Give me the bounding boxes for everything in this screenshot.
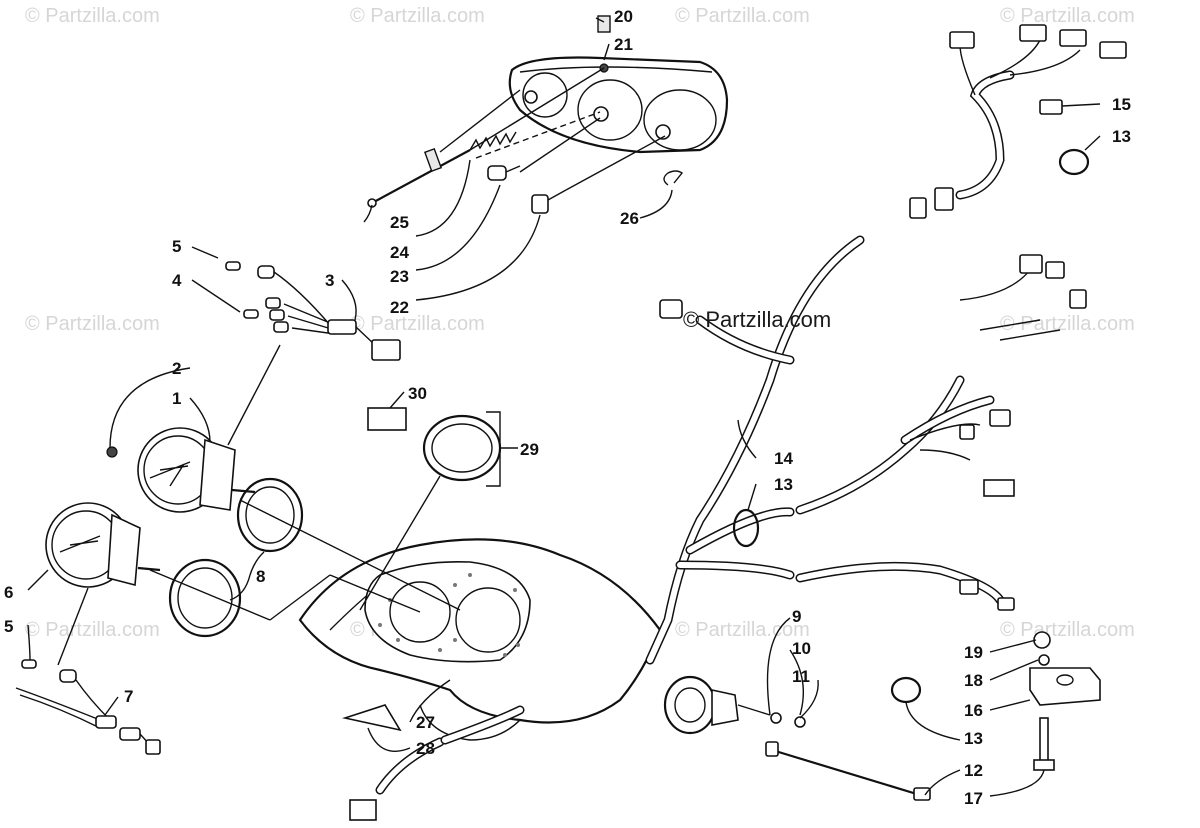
headlight-assembly [508,15,729,154]
mesh-pattern [378,573,520,657]
gauge-harness-upper [225,261,401,446]
callout-13a: 13 [1112,127,1131,146]
callout-16: 16 [964,701,983,720]
callout-leaders [27,17,1101,797]
callout-4: 4 [172,271,182,290]
main-harness [349,187,1015,821]
callout-30: 30 [408,384,427,403]
callout-20: 20 [614,7,633,26]
callout-18: 18 [964,671,983,690]
dash-lens-parts [359,407,518,611]
callout-19: 19 [964,643,983,662]
assembly-leaders [149,499,461,621]
watermark: © Partzilla.com [1000,5,1135,27]
gauge-rings [168,477,304,638]
watermark: © Partzilla.com [1000,619,1135,641]
callout-17: 17 [964,789,983,808]
gauge-lower [45,502,161,588]
watermark: © Partzilla.com [25,619,160,641]
callout-14: 14 [774,449,793,468]
callout-21: 21 [614,35,633,54]
callout-9: 9 [792,607,801,626]
right-harness [909,254,1087,497]
callout-6: 6 [4,583,13,602]
watermark: © Partzilla.com [675,5,810,27]
mount-block [890,631,1101,771]
callout-28: 28 [416,739,435,758]
callout-25: 25 [390,213,409,232]
callout-15: 15 [1112,95,1131,114]
callout-23: 23 [390,267,409,286]
callout-11: 11 [792,667,810,686]
callout-22: 22 [390,298,409,317]
gauge-harness-lower [15,587,161,755]
upper-harness [949,24,1127,200]
watermark: © Partzilla.com [25,313,160,335]
callout-10: 10 [792,639,811,658]
callout-1: 1 [172,389,181,408]
callout-7: 7 [124,687,133,706]
watermark: © Partzilla.com [1000,313,1135,335]
callout-29: 29 [520,440,539,459]
callout-27: 27 [416,713,435,732]
watermark: © Partzilla.com [350,313,485,335]
headlight-hardware [367,67,684,214]
dash-housing [298,538,662,741]
gauge-upper [106,427,256,513]
speedo-drive [663,675,931,801]
watermark: © Partzilla.com [350,5,485,27]
callout-5b: 5 [4,617,13,636]
callout-3: 3 [325,271,334,290]
watermark: © Partzilla.com [25,5,160,27]
callout-5: 5 [172,237,181,256]
callout-26: 26 [620,209,639,228]
watermark: © Partzilla.com [675,619,810,641]
center-watermark: © Partzilla.com [683,307,831,332]
callout-13c: 13 [964,729,983,748]
callout-12: 12 [964,761,983,780]
callout-2: 2 [172,359,181,378]
callout-numbers: 20 21 25 24 23 22 26 5 4 3 2 1 6 5 7 8 3… [4,7,1131,808]
callout-8: 8 [256,567,265,586]
callout-24: 24 [390,243,409,262]
callout-13b: 13 [774,475,793,494]
